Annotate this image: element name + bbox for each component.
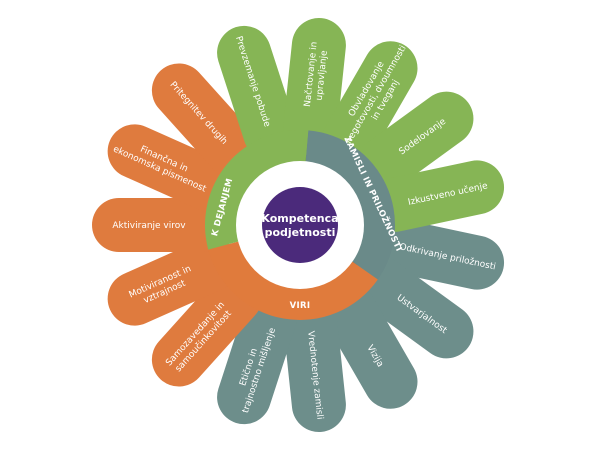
petal-shape bbox=[321, 41, 418, 168]
petal-shape bbox=[217, 25, 298, 160]
petal: Vrednotenje zamisli bbox=[283, 294, 346, 433]
petal: Motiviranost invztrajnost bbox=[107, 237, 239, 326]
petal-label: Aktiviranje virov bbox=[112, 221, 186, 231]
center-circle bbox=[262, 187, 338, 263]
petal-shape bbox=[107, 237, 239, 326]
petal-shape bbox=[351, 91, 474, 195]
petal-shape bbox=[367, 160, 505, 232]
petal: Izkustveno učenje bbox=[367, 160, 505, 232]
petal: Prevzemanje pobude bbox=[217, 25, 298, 160]
petal: Sodelovanje bbox=[351, 91, 474, 195]
petal-label-line: Aktiviranje virov bbox=[112, 221, 186, 231]
petal-shape bbox=[283, 294, 346, 433]
center-title-line: podjetnosti bbox=[265, 226, 336, 239]
petal-shape bbox=[321, 282, 418, 409]
petal: Ustvarjalnost bbox=[351, 255, 474, 359]
petal-shape bbox=[151, 63, 263, 180]
petal-shape bbox=[217, 290, 298, 425]
petal-shape bbox=[107, 124, 239, 213]
ring-label: VIRI bbox=[290, 301, 311, 311]
petal: Vizija bbox=[321, 282, 418, 409]
petal: Aktiviranje virov bbox=[92, 198, 230, 252]
petals: Odkrivanje priložnostiUstvarjalnostVizij… bbox=[92, 17, 505, 433]
petal-shape bbox=[92, 198, 230, 252]
center-title-line: Kompetenca bbox=[261, 212, 338, 225]
ring-action bbox=[205, 130, 309, 250]
petal-shape bbox=[351, 255, 474, 359]
petal-shape bbox=[151, 270, 263, 387]
